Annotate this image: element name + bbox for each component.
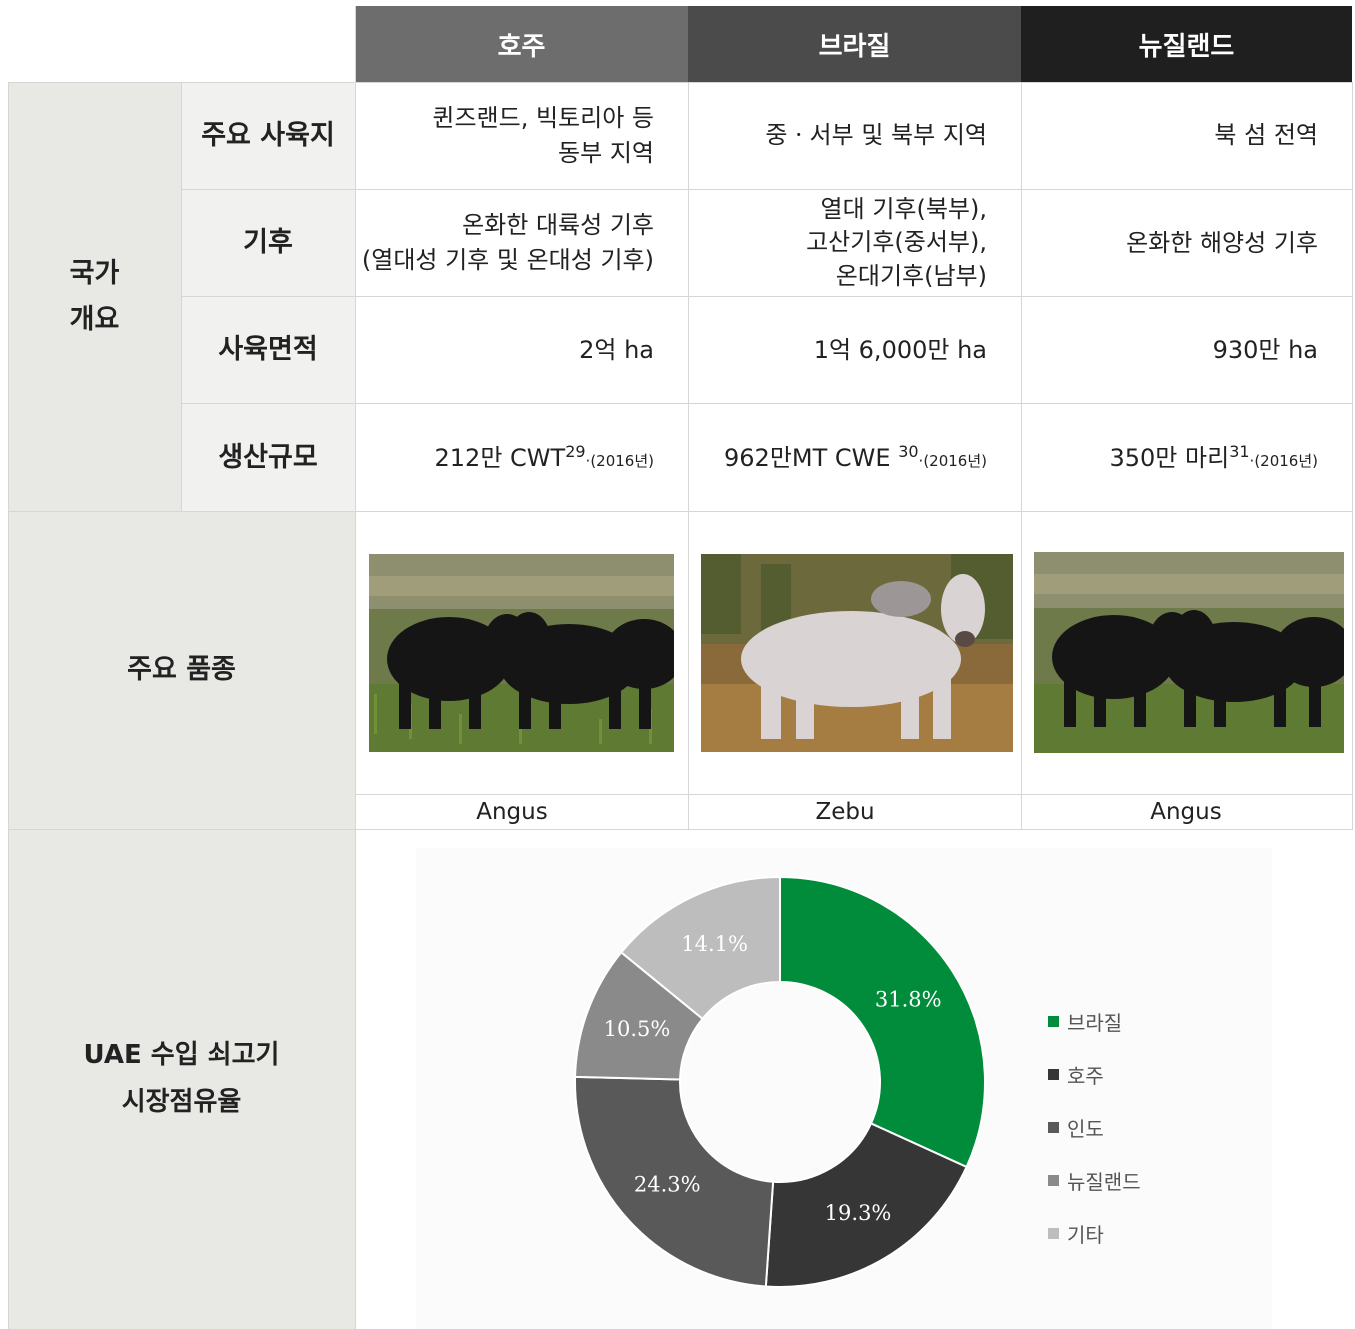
zebu-cattle-photo <box>701 554 1013 752</box>
divider <box>8 82 9 1329</box>
header-col-newzealand: 뉴질랜드 <box>1021 6 1352 82</box>
breed-name-text: Angus <box>476 799 548 825</box>
cell-climate-newzealand: 온화한 해양성 기후 <box>1022 190 1352 296</box>
group-label-country-overview: 국가 개요 <box>8 82 181 511</box>
footnote-ref: 29 <box>565 441 586 461</box>
cell-production-australia: 212만 CWT29·(2016년) <box>356 404 688 511</box>
footnote-ref: 30 <box>898 441 919 461</box>
divider <box>8 511 1353 512</box>
row-label-market-share: UAE 수입 쇠고기 시장점유율 <box>8 829 355 1329</box>
angus-cattle-photo <box>1034 552 1344 753</box>
row-label-area: 사육면적 <box>181 297 355 403</box>
cell-text: 962만MT CWE <box>724 443 899 472</box>
breed-name-text: Zebu <box>815 799 875 825</box>
header-col-label: 브라질 <box>818 31 891 62</box>
cell-region-australia: 퀸즈랜드, 빅토리아 등 동부 지역 <box>356 82 688 189</box>
header-col-label: 뉴질랜드 <box>1138 31 1235 62</box>
year-note: ·(2016년) <box>1249 451 1318 470</box>
divider <box>1352 82 1353 829</box>
donut-slice-4 <box>619 875 781 1021</box>
cell-area-newzealand: 930만 ha <box>1022 297 1352 403</box>
donut-slice-0 <box>779 875 986 1169</box>
legend-swatch <box>1048 1228 1059 1239</box>
cell-area-australia: 2억 ha <box>356 297 688 403</box>
cell-text: 열대 기후(북부), 고산기후(중서부), 온대기후(남부) <box>806 194 987 290</box>
divider <box>688 82 689 829</box>
divider <box>8 82 1353 83</box>
header-col-label: 호주 <box>497 31 546 62</box>
divider <box>8 829 1353 830</box>
legend-label: 뉴질랜드 <box>1067 1170 1141 1194</box>
footnote-ref: 31 <box>1229 441 1250 461</box>
cell-text: 930만 ha <box>1212 335 1318 364</box>
row-label-climate: 기후 <box>181 190 355 296</box>
breed-name-newzealand: Angus <box>1022 795 1352 829</box>
row-label-text: 기후 <box>243 227 293 259</box>
donut-chart: 31.8% 19.3% 24.3% 10.5% 14.1% <box>574 875 986 1288</box>
slice-value-label: 31.8% <box>875 987 942 1011</box>
cell-area-brazil: 1억 6,000만 ha <box>689 297 1021 403</box>
legend-item: 호주 <box>1048 1048 1248 1101</box>
row-label-text: 생산규모 <box>218 441 318 473</box>
legend-item: 브라질 <box>1048 995 1248 1048</box>
cell-text: 350만 마리 <box>1109 443 1230 472</box>
divider <box>1021 82 1022 829</box>
row-label-breeds: 주요 품종 <box>8 511 355 829</box>
angus-cattle-photo <box>369 554 674 752</box>
cell-text: 2억 ha <box>579 335 654 364</box>
breed-name-text: Angus <box>1150 799 1222 825</box>
cell-text: 온화한 해양성 기후 <box>1126 228 1318 257</box>
cell-climate-australia: 온화한 대륙성 기후 (열대성 기후 및 온대성 기후) <box>356 190 688 296</box>
cell-production-brazil: 962만MT CWE 30·(2016년) <box>689 404 1021 511</box>
legend-swatch <box>1048 1069 1059 1080</box>
legend-label: 브라질 <box>1067 1011 1123 1035</box>
cell-climate-brazil: 열대 기후(북부), 고산기후(중서부), 온대기후(남부) <box>689 190 1021 296</box>
cell-text: 북 섬 전역 <box>1214 121 1318 150</box>
legend-label: 호주 <box>1067 1064 1104 1088</box>
row-label-production: 생산규모 <box>181 404 355 511</box>
cell-region-brazil: 중ㆍ서부 및 북부 지역 <box>689 82 1021 189</box>
legend-swatch <box>1048 1175 1059 1186</box>
slice-value-label: 10.5% <box>604 1017 671 1041</box>
row-label-text: UAE 수입 쇠고기 시장점유율 <box>83 1040 280 1117</box>
legend-swatch <box>1048 1016 1059 1027</box>
cell-text: 212만 CWT <box>434 443 566 472</box>
cell-production-newzealand: 350만 마리31·(2016년) <box>1022 404 1352 511</box>
divider <box>181 82 182 511</box>
row-label-text: 주요 품종 <box>127 654 236 686</box>
donut-slice-2 <box>574 1075 775 1288</box>
group-label-text: 국가 개요 <box>69 257 120 335</box>
divider <box>355 794 1353 795</box>
breed-name-australia: Angus <box>356 795 688 829</box>
legend-item: 인도 <box>1048 1101 1248 1154</box>
divider <box>181 189 1353 190</box>
slice-value-label: 14.1% <box>681 932 748 956</box>
legend-item: 기타 <box>1048 1207 1248 1260</box>
cell-text: 온화한 대륙성 기후 (열대성 기후 및 온대성 기후) <box>361 211 654 274</box>
cell-text: 1억 6,000만 ha <box>813 335 987 364</box>
cell-text: 퀸즈랜드, 빅토리아 등 동부 지역 <box>432 103 654 167</box>
cell-region-newzealand: 북 섬 전역 <box>1022 82 1352 189</box>
divider <box>181 296 1353 297</box>
header-col-australia: 호주 <box>355 6 688 82</box>
legend-label: 인도 <box>1067 1117 1104 1141</box>
row-label-text: 사육면적 <box>218 334 318 366</box>
header-col-brazil: 브라질 <box>688 6 1021 82</box>
legend-item: 뉴질랜드 <box>1048 1154 1248 1207</box>
year-note: ·(2016년) <box>585 451 654 470</box>
slice-value-label: 19.3% <box>825 1201 892 1225</box>
row-label-text: 주요 사육지 <box>201 119 335 151</box>
slice-value-label: 24.3% <box>634 1173 701 1197</box>
divider <box>355 6 356 1329</box>
legend-label: 기타 <box>1067 1223 1104 1247</box>
cell-text: 중ㆍ서부 및 북부 지역 <box>765 121 987 150</box>
donut-slice-1 <box>764 1122 968 1288</box>
legend-swatch <box>1048 1122 1059 1133</box>
row-label-region: 주요 사육지 <box>181 82 355 189</box>
divider <box>181 403 1353 404</box>
breed-name-brazil: Zebu <box>689 795 1021 829</box>
year-note: ·(2016년) <box>918 451 987 470</box>
